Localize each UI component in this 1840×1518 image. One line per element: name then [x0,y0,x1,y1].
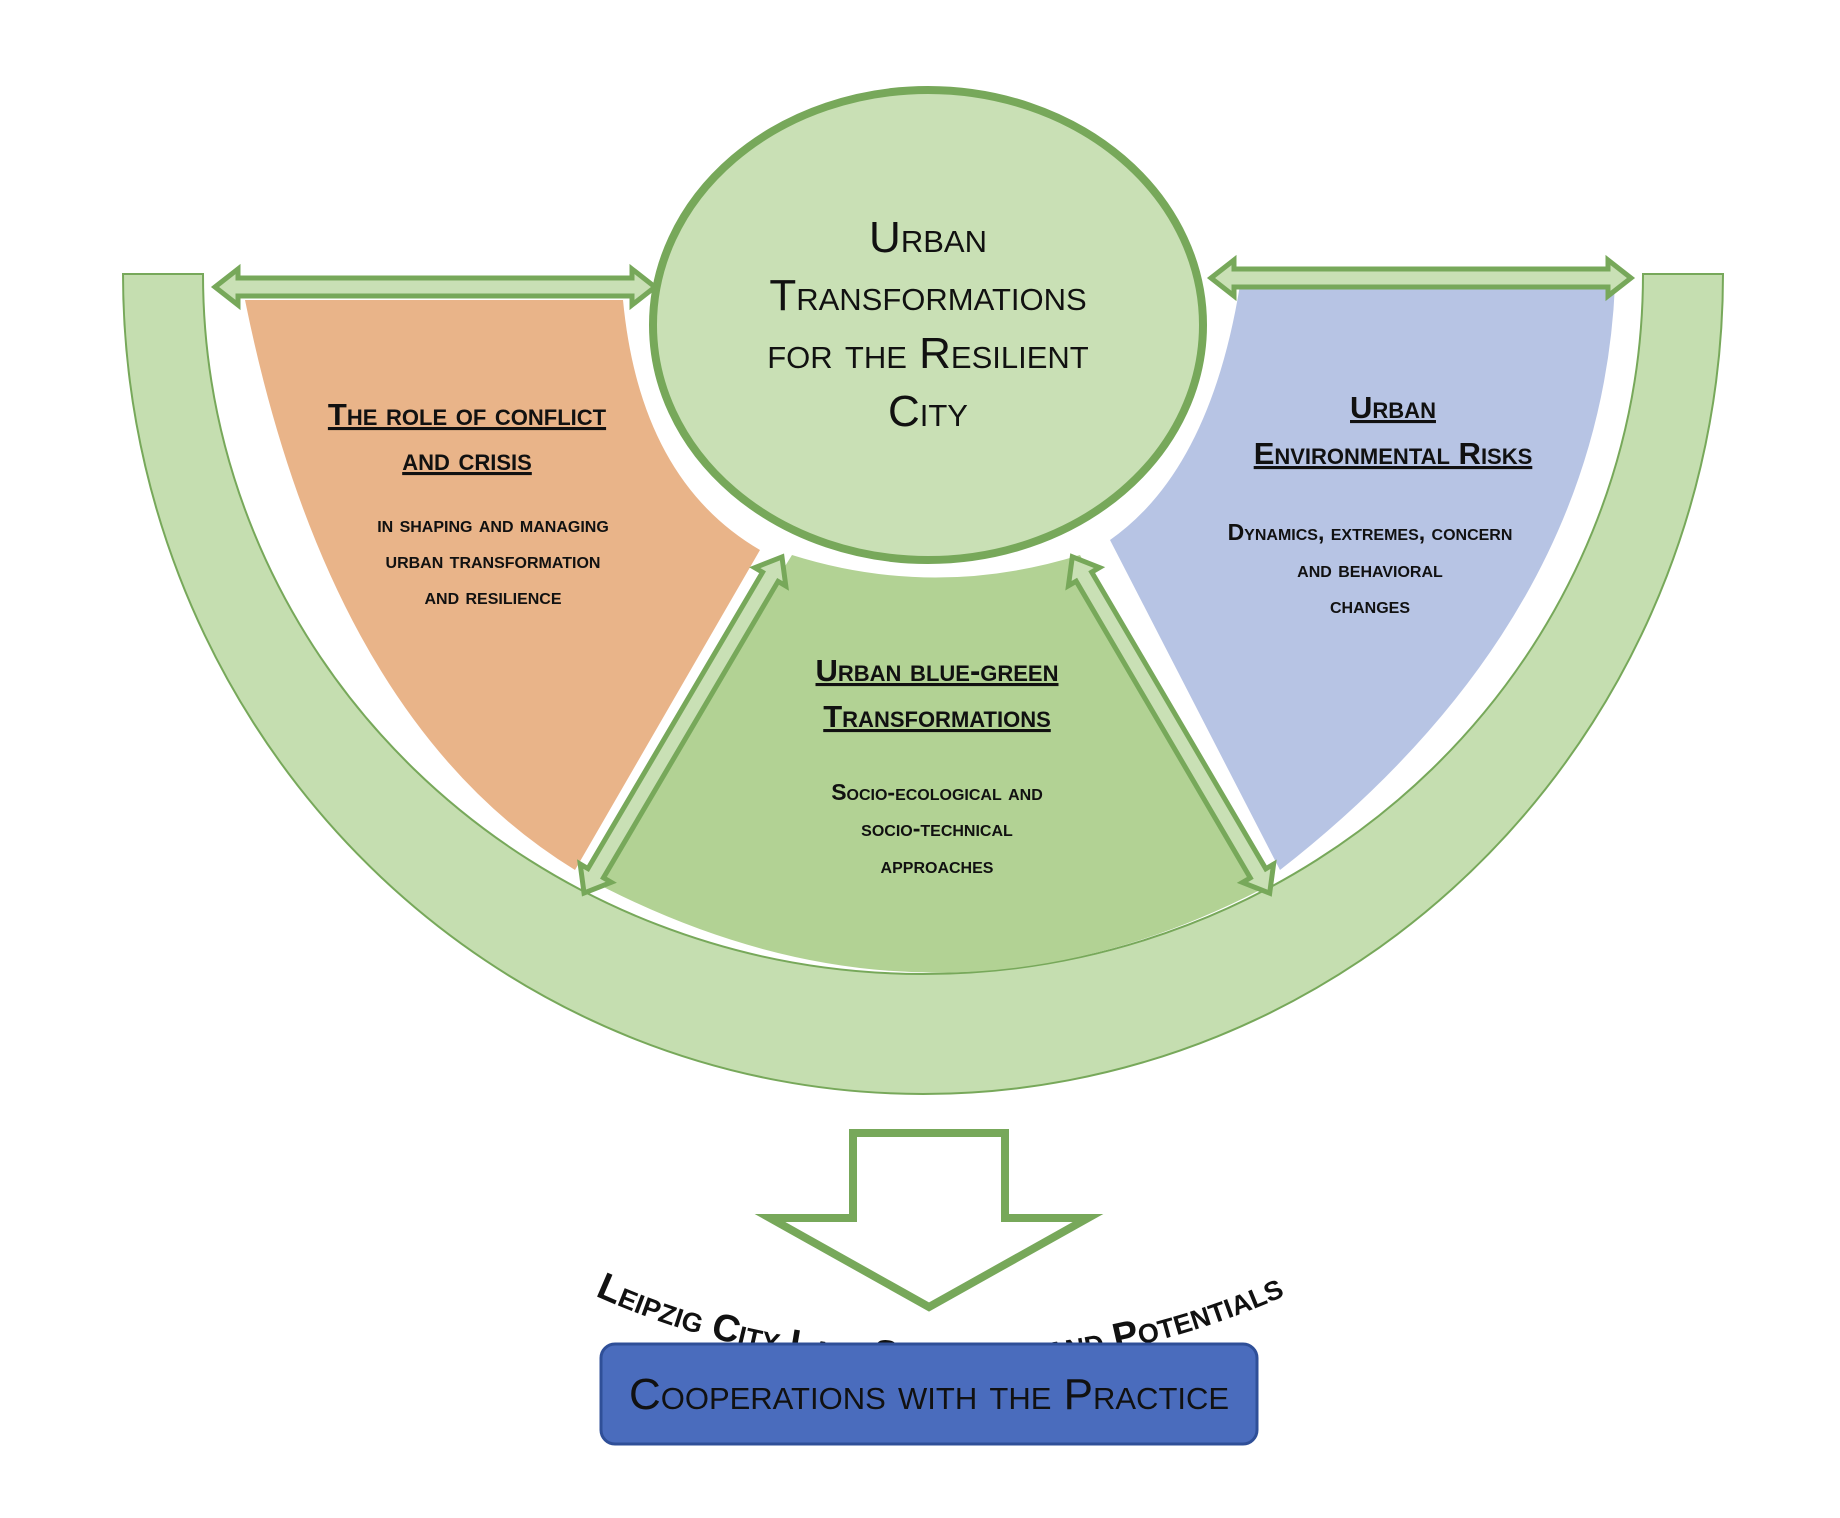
middle-body-line-2: socio-technical [861,815,1013,841]
right-heading-line-2: Environmental Risks [1254,436,1533,471]
double-arrow-left-top [210,263,660,311]
right-segment-text: Urban Environmental Risks Dynamics, extr… [1228,390,1533,618]
conflict-crisis-segment [245,300,760,870]
environmental-risks-segment [1110,285,1615,870]
center-title-line-2: Transformations [769,271,1086,320]
middle-heading-line-1: Urban blue-green [816,653,1059,688]
middle-heading-line-2: Transformations [823,699,1051,734]
right-body-line-1: Dynamics, extremes, concern [1228,519,1513,545]
left-segment-text: The role of conflict and crisis in shapi… [328,397,609,609]
center-title-line-3: for the Resilient [767,329,1089,378]
down-arrow [754,1129,1104,1312]
middle-segment-text: Urban blue-green Transformations Socio-e… [816,653,1059,878]
right-heading-line-1: Urban [1350,390,1436,425]
left-heading-line-1: The role of conflict [328,397,607,432]
cooperations-label: Cooperations with the Practice [629,1370,1229,1419]
center-title: Urban Transformations for the Resilient … [767,213,1089,436]
double-arrow-left-diagonal [577,553,789,897]
center-title-line-1: Urban [869,213,987,262]
right-body-line-3: changes [1330,592,1410,618]
right-body-line-2: and behavioral [1297,556,1443,582]
middle-body-line-3: approaches [881,852,994,878]
left-body-line-3: and resilience [424,583,561,609]
middle-body-line-1: Socio-ecological and [831,779,1043,805]
center-title-line-4: City [888,387,968,436]
outer-arc-band [121,273,1725,1095]
double-arrow-right-diagonal [1065,553,1277,897]
left-heading-line-2: and crisis [402,442,532,477]
cooperations-box: Cooperations with the Practice [599,1342,1259,1446]
double-arrow-right-top [1206,254,1636,302]
left-body-line-2: urban transformation [386,547,601,573]
blue-green-segment [590,555,1260,973]
center-ellipse [649,86,1207,564]
cooperations-box-bg [599,1342,1259,1446]
left-body-line-1: in shaping and managing [377,511,609,537]
